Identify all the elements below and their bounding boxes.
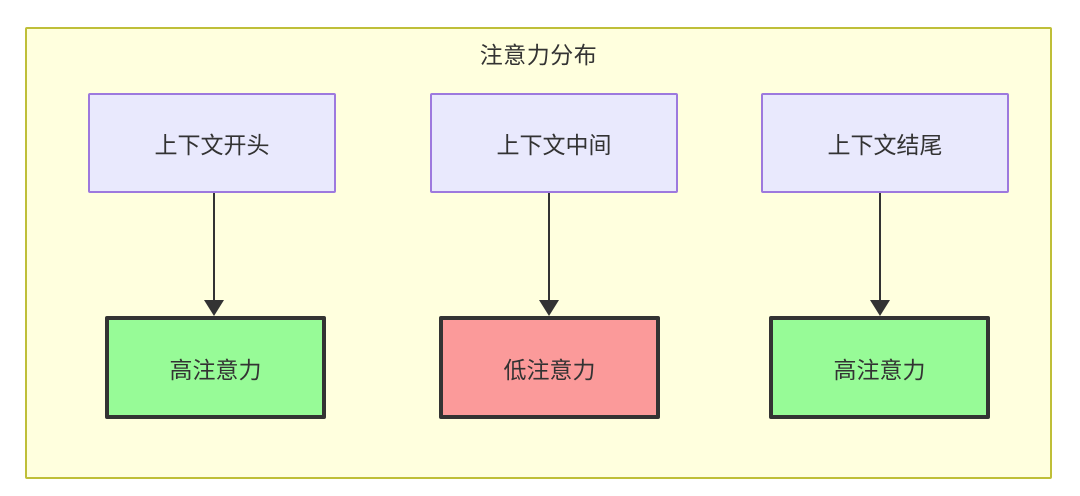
node-attention-high-start[interactable]: 高注意力 (105, 316, 326, 419)
node-attention-low-middle[interactable]: 低注意力 (439, 316, 660, 419)
node-attention-high-end[interactable]: 高注意力 (769, 316, 990, 419)
node-attention-high-end-label: 高注意力 (833, 356, 926, 383)
node-context-start[interactable]: 上下文开头 (88, 93, 336, 193)
node-attention-high-start-label: 高注意力 (169, 356, 262, 383)
node-context-start-label: 上下文开头 (154, 132, 270, 158)
node-attention-low-middle-label: 低注意力 (503, 356, 596, 383)
node-context-end-label: 上下文结尾 (827, 132, 943, 158)
node-context-end[interactable]: 上下文结尾 (761, 93, 1009, 193)
node-context-middle-label: 上下文中间 (496, 132, 612, 158)
node-context-middle[interactable]: 上下文中间 (430, 93, 678, 193)
diagram-title: 注意力分布 (479, 42, 598, 68)
